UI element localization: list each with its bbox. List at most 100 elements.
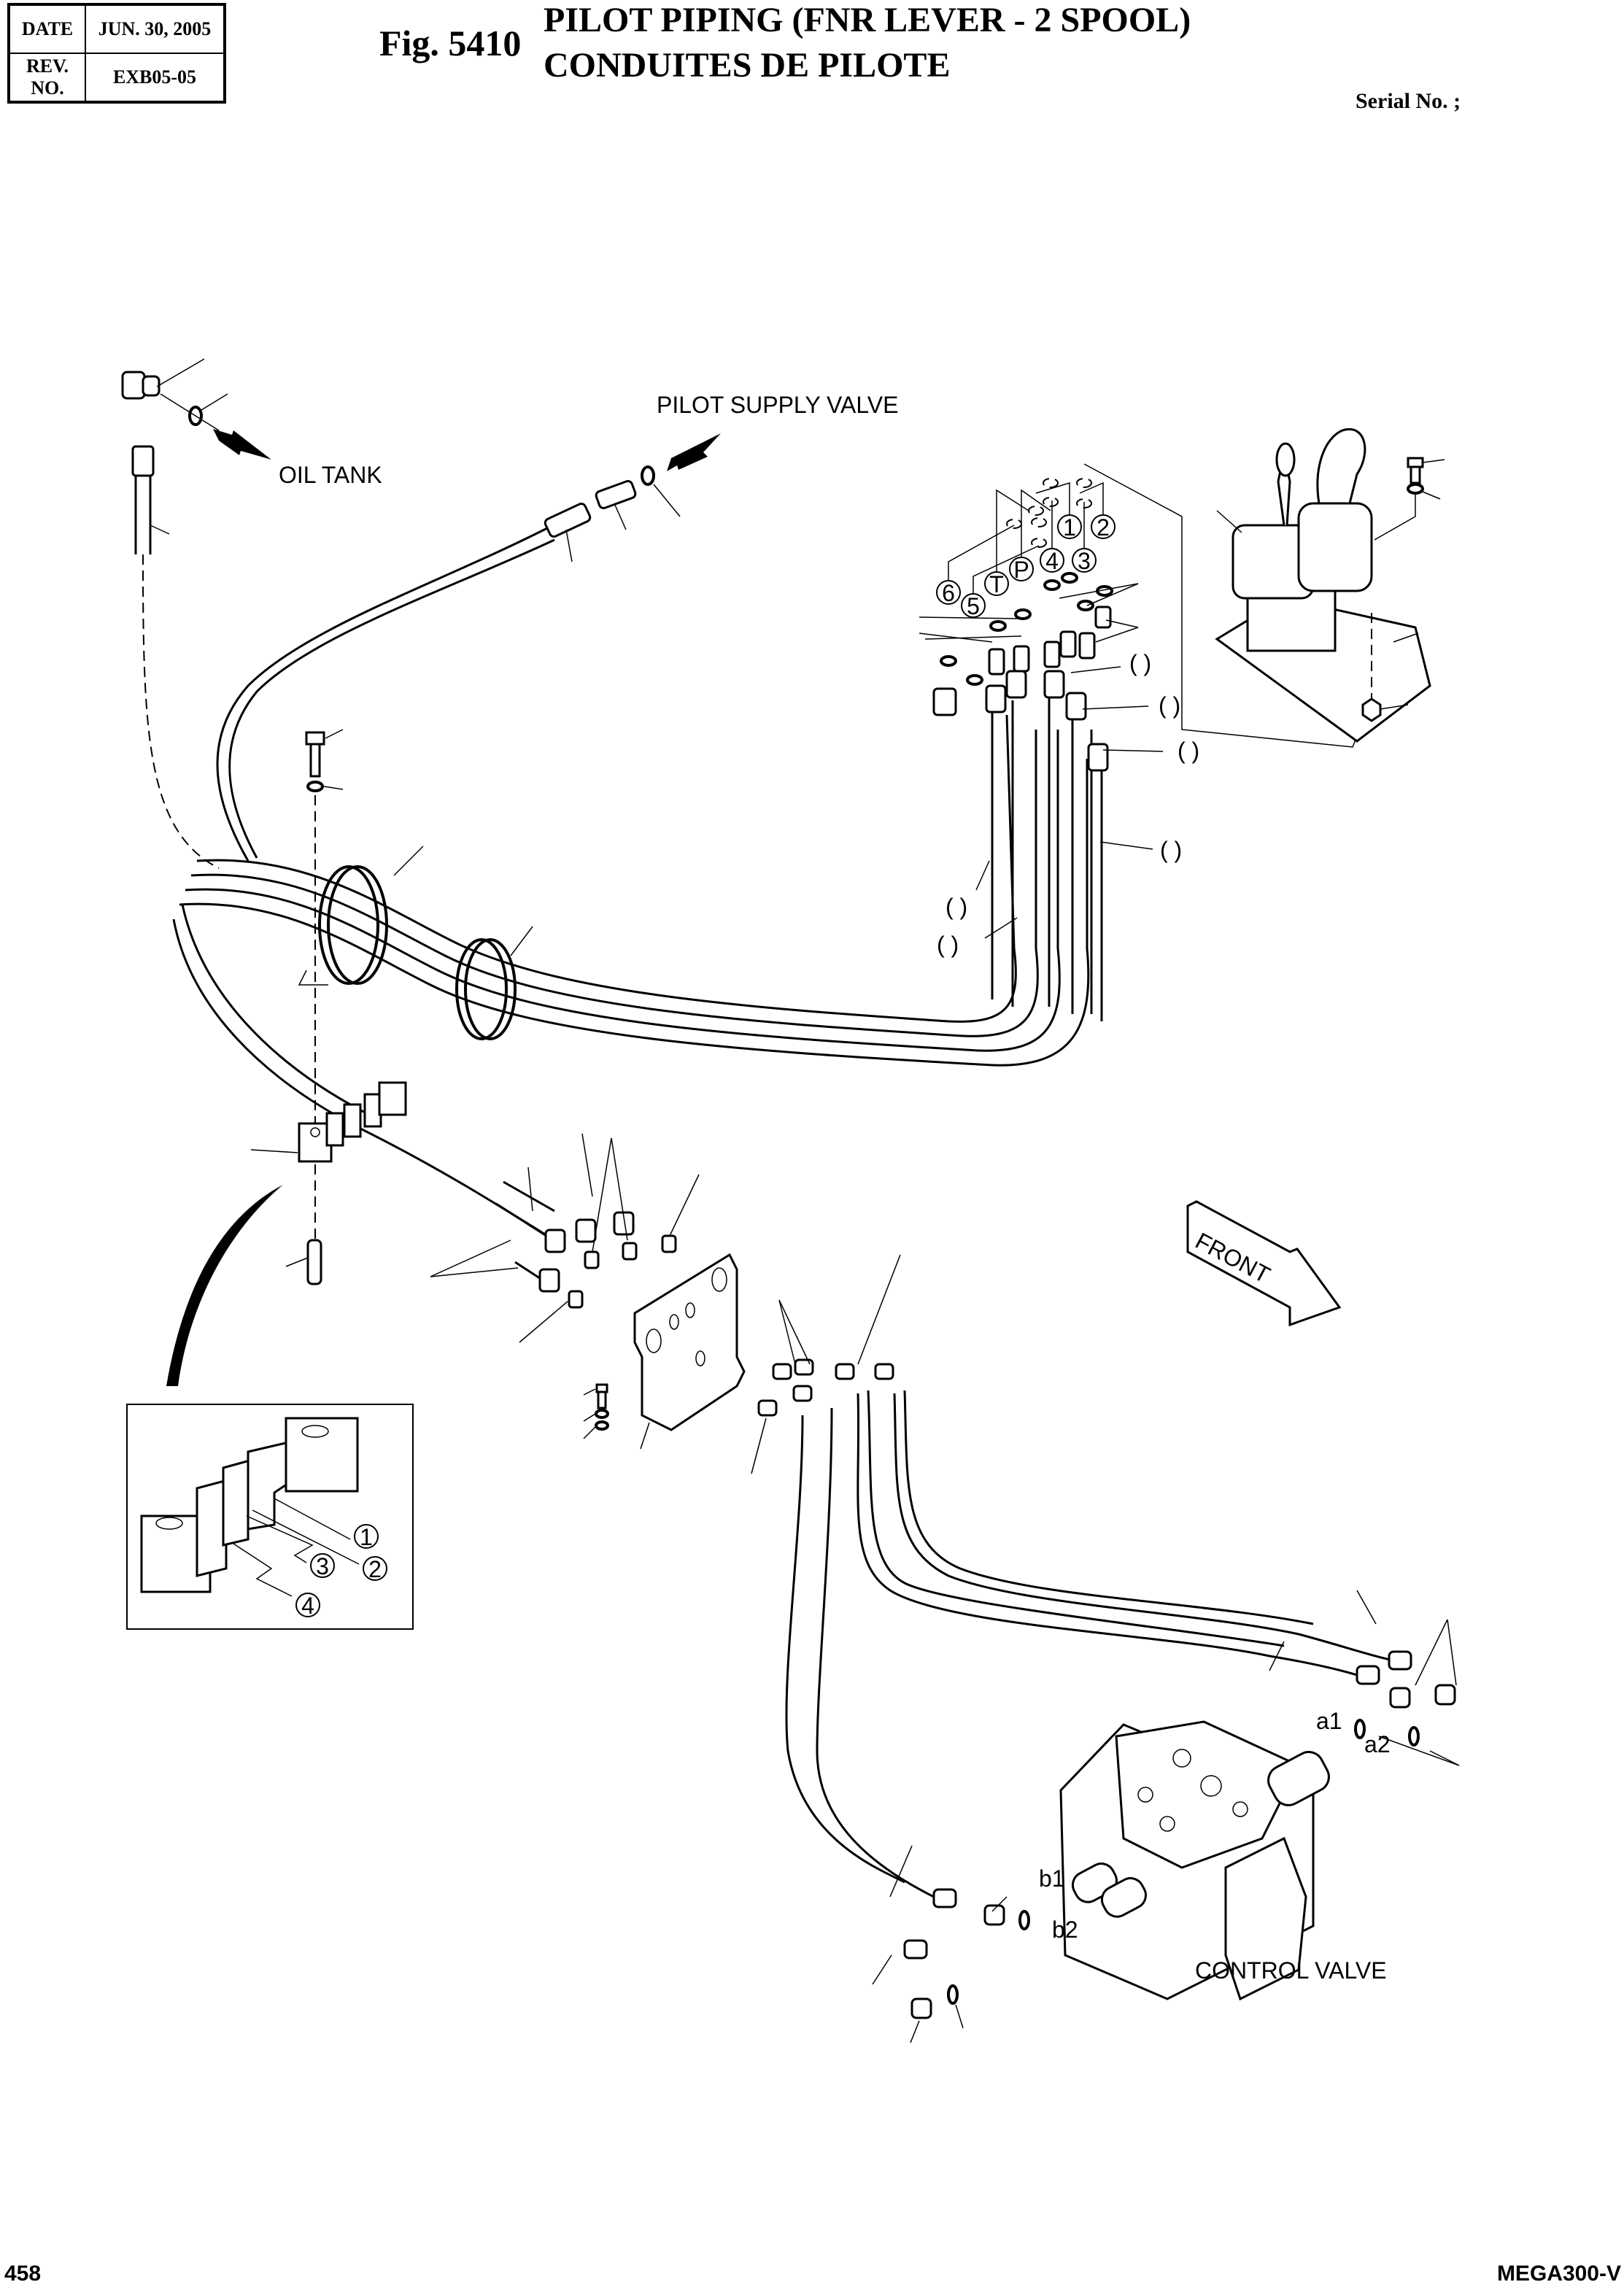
port-leader-lines [948,463,1372,748]
hose-bracket-plate [583,1253,746,1450]
page-title-french: CONDUITES DE PILOTE [544,46,951,85]
port-callout-5: 5 [961,593,986,619]
front-direction-arrow: FRONT [1186,1200,1342,1327]
clamp-detail-callout-4: 4 [295,1593,320,1619]
blank-part-callout: ( ) [1129,650,1151,676]
clamp-detail-callout-1: 1 [354,1524,379,1550]
clamp-detail-callout-2-circle [363,1556,387,1581]
clamp-detail-callout-3-circle [310,1553,335,1578]
blank-part-callout: ( ) [1178,738,1199,764]
rev-value: EXB05-05 [85,53,225,103]
page-number: 458 [4,2262,42,2286]
page-title-english: PILOT PIPING (FNR LEVER - 2 SPOOL) [544,1,1191,39]
elbow-fitting [983,1904,1005,1926]
pilot-supply-arrow-icon [667,433,721,471]
mid-hose-fittings [430,1133,700,1343]
control-valve-port-b2: b2 [1052,1916,1078,1943]
joystick-grip [1316,428,1366,505]
port-callout-6-circle [936,580,961,605]
o-ring [1018,1910,1030,1930]
blank-part-callout: ( ) [946,894,967,920]
port-callout-1-circle [1057,514,1082,539]
port-callout-6-text: 6 [942,580,955,606]
o-ring [1354,1719,1366,1739]
elbow-fitting [1434,1684,1456,1706]
date-value: JUN. 30, 2005 [85,4,225,54]
blank-part-callout: ( ) [1160,837,1182,863]
port-callout-1: 1 [1057,514,1082,541]
hose-bundle [172,714,1090,1242]
date-label: DATE [8,4,86,54]
clamp-detail-callout-1-circle [354,1524,379,1549]
model-name: MEGA300-V [1496,2262,1621,2286]
port-callout-p-circle [1009,557,1034,581]
hose-end-fitting [544,503,592,538]
control-valve-hoses [785,1390,1460,2043]
oil-tank-label: OIL TANK [279,462,382,488]
hose-clamp-band-2 [455,926,533,1040]
hose-clamp-band-1 [298,846,424,986]
port-callout-t: T [984,571,1009,597]
clamp-detail-callout-2: 2 [363,1556,387,1582]
clamp-detail-callout-4-text: 4 [301,1593,314,1619]
port-fittings [919,572,1139,772]
port-callout-p-text: P [1013,557,1029,583]
mounting-nut [1361,697,1382,722]
port-callout-4-circle [1040,548,1064,573]
port-callout-2-text: 2 [1097,514,1110,541]
control-valve-body [1059,1720,1330,2001]
port-callout-2-circle [1091,514,1115,539]
pilot-hoses-vertical [991,693,1103,1021]
control-valve-port-a1: a1 [1316,1708,1342,1734]
blank-part-callout: ( ) [937,932,959,958]
fnr-lever-assembly [1215,428,1445,743]
clamp-detail-inset [126,1404,414,1630]
control-valve-port-labels: a1 a2 b1 b2 [1039,1708,1391,1943]
blank-part-callout: ( ) [1159,692,1180,719]
hose-clamp-block-assembly [250,1081,407,1163]
blank-callouts: ( ) ( ) ( ) ( ) ( ) ( ) [937,650,1199,958]
o-ring [1408,1726,1420,1746]
hose-end-fitting [131,445,155,477]
elbow-fitting [910,1997,932,2019]
o-ring [641,465,655,486]
detail-pointer-swoosh [166,1185,283,1386]
elbow-fitting [1389,1687,1411,1709]
o-ring [188,406,203,426]
clamp-bolt [305,729,344,1277]
port-callout-3-text: 3 [1078,548,1091,574]
clamp-detail-callout-4-circle [295,1593,320,1617]
port-callout-t-text: T [989,571,1004,597]
port-callout-4: 4 [1040,548,1064,574]
clamp-pin [306,1239,322,1285]
port-callout-5-circle [961,593,986,618]
pilot-supply-valve-label: PILOT SUPPLY VALVE [657,392,898,418]
clamp-detail-callout-1-text: 1 [360,1524,373,1550]
oil-tank-arrow-icon [213,429,271,460]
o-ring [947,1984,959,2005]
revision-table: DATE JUN. 30, 2005 REV. NO. EXB05-05 [7,3,226,104]
rev-label: REV. NO. [8,53,86,103]
port-callout-5-text: 5 [967,593,980,619]
control-valve-label: CONTROL VALVE [1195,1957,1387,1984]
port-callout-t-circle [984,571,1009,596]
elbow-fittings [751,1254,901,1474]
serial-number-label: Serial No. ; [1356,89,1461,113]
adapter-fitting [595,480,637,509]
port-callout-3: 3 [1072,548,1097,574]
port-callout-6: 6 [936,580,961,606]
port-callout-4-text: 4 [1045,548,1059,574]
port-callout-2: 2 [1091,514,1115,541]
oil-tank-elbow-fitting [121,358,271,460]
mounting-bolt [1407,457,1424,468]
port-callout-p: P [1009,557,1034,583]
control-valve-port-b1: b1 [1039,1865,1065,1892]
port-callout-1-text: 1 [1063,514,1076,541]
control-valve-port-a2: a2 [1364,1731,1391,1757]
figure-number: Fig. 5410 [379,23,522,63]
port-callout-3-circle [1072,548,1097,573]
clamp-detail-callout-2-text: 2 [368,1556,382,1582]
